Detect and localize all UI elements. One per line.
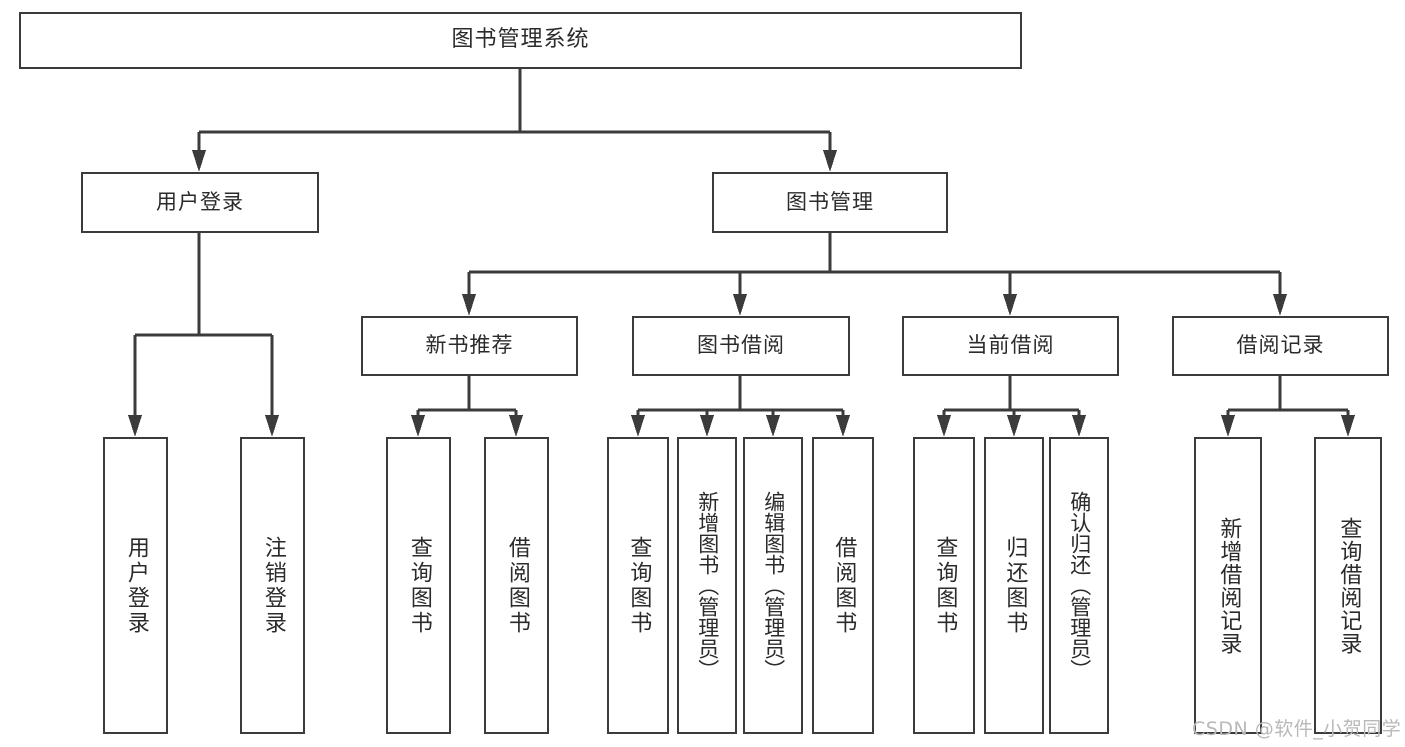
node-label: 查询借阅记录	[1336, 516, 1362, 655]
node-label: 借阅记录	[1236, 333, 1325, 358]
node-label: 图书借阅	[697, 333, 785, 358]
csdn-watermark: CSDN @软件_小贺同学	[1192, 718, 1402, 740]
node-leaf-user-login[interactable]: 用户登录	[103, 437, 168, 734]
node-label: 图书管理系统	[451, 27, 590, 53]
node-leaf-query-book-2[interactable]: 查询图书	[607, 437, 669, 734]
node-label: 用户登录	[156, 189, 244, 214]
node-label: 归还图书	[1002, 535, 1028, 636]
node-book-manage[interactable]: 图书管理	[712, 172, 948, 233]
node-borrow-record[interactable]: 借阅记录	[1172, 316, 1389, 376]
node-leaf-query-book-3[interactable]: 查询图书	[913, 437, 975, 734]
node-label: 借阅图书	[831, 535, 857, 636]
node-leaf-add-record[interactable]: 新增借阅记录	[1194, 437, 1262, 734]
node-label: 用户登录	[123, 535, 149, 636]
node-label: 新书推荐	[425, 333, 514, 358]
node-leaf-confirm-return[interactable]: 确认归还（管理员）	[1049, 437, 1109, 734]
node-label: 确认归还（管理员）	[1067, 491, 1092, 680]
node-leaf-user-logout[interactable]: 注销登录	[240, 437, 305, 734]
node-user-login[interactable]: 用户登录	[81, 172, 319, 233]
node-label: 注销登录	[260, 535, 286, 636]
node-root-system[interactable]: 图书管理系统	[19, 12, 1022, 69]
node-label: 新增图书（管理员）	[695, 491, 720, 680]
node-new-book-recommend[interactable]: 新书推荐	[361, 316, 578, 376]
node-leaf-query-book-1[interactable]: 查询图书	[386, 437, 451, 734]
node-leaf-query-record[interactable]: 查询借阅记录	[1314, 437, 1382, 734]
node-label: 借阅图书	[504, 535, 530, 636]
node-label: 图书管理	[786, 189, 874, 214]
node-label: 当前借阅	[966, 333, 1055, 358]
node-leaf-edit-book[interactable]: 编辑图书（管理员）	[743, 437, 803, 734]
node-book-borrow[interactable]: 图书借阅	[632, 316, 850, 376]
node-leaf-borrow-book-1[interactable]: 借阅图书	[484, 437, 549, 734]
node-label: 查询图书	[932, 535, 958, 636]
node-label: 查询图书	[626, 535, 652, 636]
node-leaf-add-book[interactable]: 新增图书（管理员）	[677, 437, 737, 734]
node-current-borrow[interactable]: 当前借阅	[902, 316, 1119, 376]
node-label: 查询图书	[406, 535, 432, 636]
node-leaf-borrow-book-2[interactable]: 借阅图书	[812, 437, 874, 734]
node-label: 新增借阅记录	[1216, 516, 1242, 655]
node-label: 编辑图书（管理员）	[761, 491, 786, 680]
node-leaf-return-book[interactable]: 归还图书	[984, 437, 1044, 734]
